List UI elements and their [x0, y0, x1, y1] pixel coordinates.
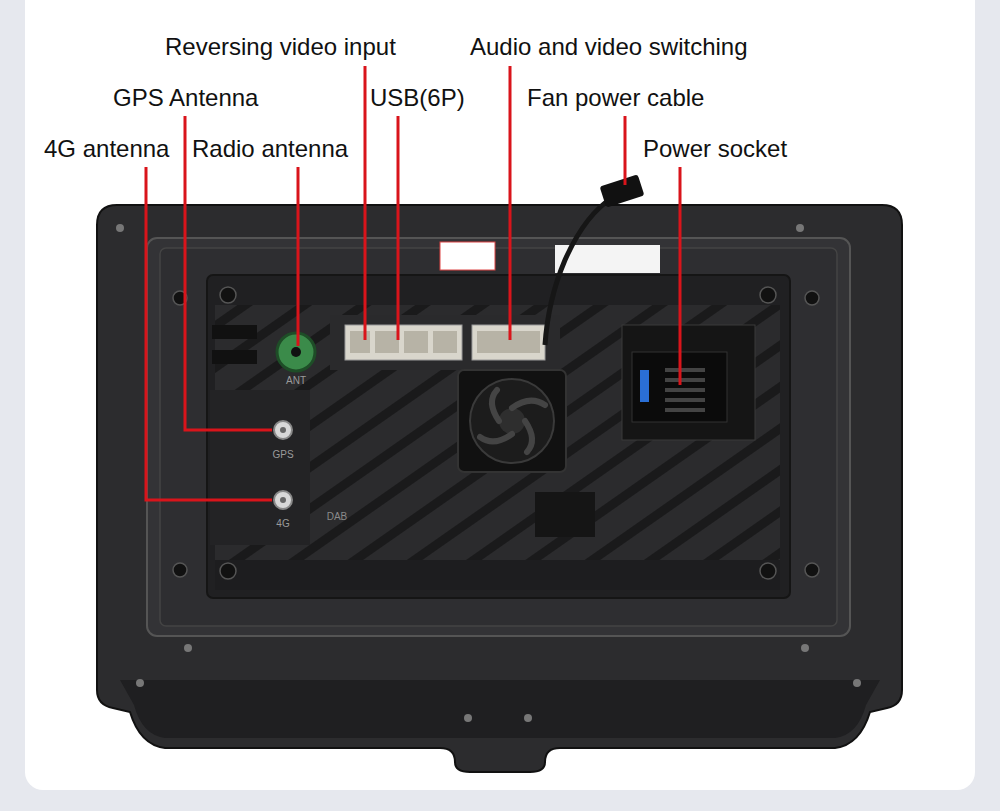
port-marking: 4G — [276, 518, 289, 530]
port-marking: ANT — [286, 375, 306, 387]
callout-label: Audio and video switching — [470, 33, 748, 61]
callout-label: Power socket — [643, 135, 787, 163]
callout-label: GPS Antenna — [113, 84, 258, 112]
port-marking: GPS — [272, 449, 293, 461]
callout-label: USB(6P) — [370, 84, 465, 112]
port-marking: DAB — [327, 511, 348, 523]
callout-label: Reversing video input — [165, 33, 396, 61]
callout-label: Fan power cable — [527, 84, 704, 112]
callout-label: 4G antenna — [44, 135, 169, 163]
callout-label: Radio antenna — [192, 135, 348, 163]
